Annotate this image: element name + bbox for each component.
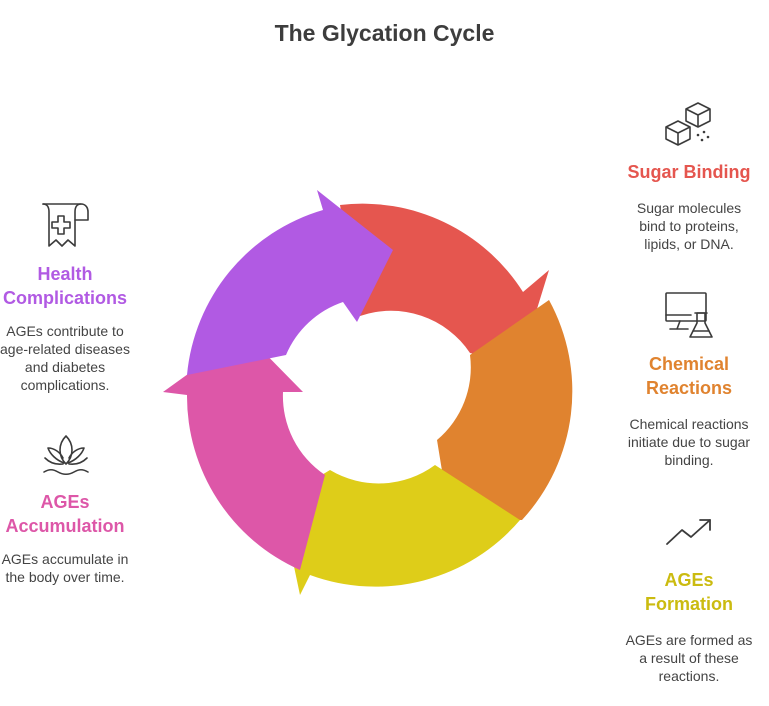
health-complications-label: Health Complications bbox=[2, 264, 127, 308]
cycle-arrow-sugar-binding bbox=[340, 203, 549, 364]
ages-formation-description: AGEs are formed as a result of these rea… bbox=[625, 632, 753, 684]
cycle-arrow-health-complications bbox=[187, 190, 393, 375]
chemical-reactions-label: Chemical Reactions bbox=[645, 354, 733, 398]
page-title: The Glycation Cycle bbox=[274, 20, 495, 46]
medical-report-icon bbox=[42, 203, 89, 247]
cycle-arrow-chemical-reactions bbox=[437, 300, 573, 520]
lotus-icon bbox=[43, 435, 89, 476]
sugar-cubes-icon bbox=[665, 102, 711, 146]
ages-formation-label: AGEs Formation bbox=[645, 570, 733, 614]
ages-accumulation-description: AGEs accumulate in the body over time. bbox=[1, 551, 129, 585]
chemical-reactions-description: Chemical reactions initiate due to sugar… bbox=[627, 416, 751, 468]
sugar-binding-label: Sugar Binding bbox=[627, 162, 751, 182]
cycle-arrow-ages-formation bbox=[280, 465, 520, 595]
sugar-binding-description: Sugar molecules bind to proteins, lipids… bbox=[636, 200, 742, 252]
computer-lab-flask-icon bbox=[665, 292, 713, 338]
trend-up-icon bbox=[666, 519, 711, 545]
cycle-arrow-ages-accumulation bbox=[163, 333, 325, 570]
health-complications-description: AGEs contribute to age-related diseases … bbox=[0, 323, 130, 393]
ages-accumulation-label: AGEs Accumulation bbox=[5, 492, 125, 536]
